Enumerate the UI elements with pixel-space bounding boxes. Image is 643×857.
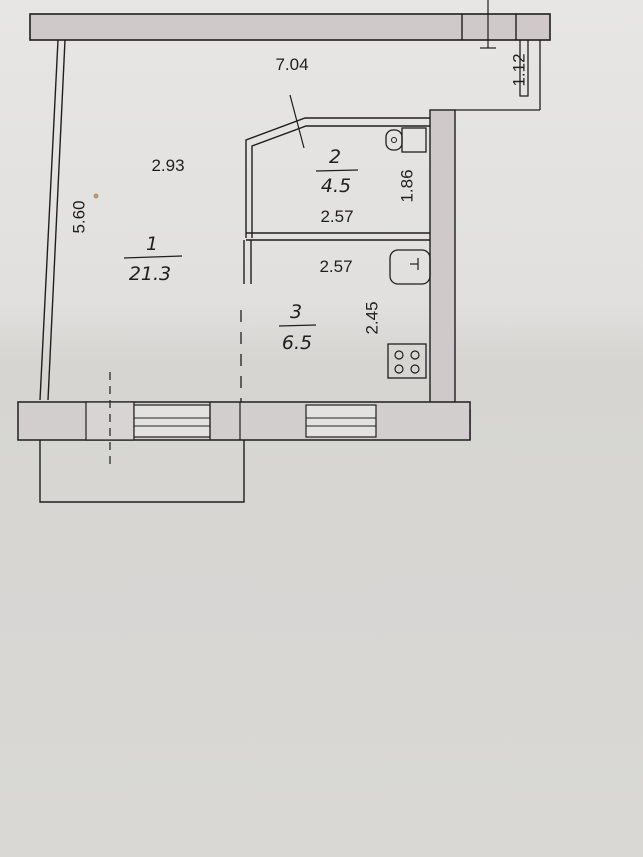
top-wall [29,13,551,41]
dimension-stub-depth: 1.12 [509,53,528,86]
room-3-number: 3 [290,301,302,323]
dimension-bath-width: 2.57 [320,207,353,226]
sink-icon [389,249,431,285]
window-1 [133,404,211,438]
balcony [39,440,245,503]
dimension-kitchen-width: 2.57 [319,257,352,276]
paper-mark [93,193,99,199]
room-1-fraction-line [123,255,183,259]
window-2 [305,404,377,438]
dimension-kitchen-depth: 2.45 [362,301,381,334]
dimension-total-width: 7.04 [275,55,308,74]
room-3-area: 6.5 [282,332,312,354]
dimension-leader [289,94,305,149]
room-2-label: 2 4.5 [315,146,359,197]
room-2-area: 4.5 [321,175,351,197]
room-1-area: 21.3 [129,263,171,285]
room-2-fraction-line [315,169,359,172]
room-3-fraction-line [278,324,317,327]
dimension-room1-depth: 5.60 [69,200,88,233]
room-3-label: 3 6.5 [278,301,317,354]
dimension-room1-width: 2.93 [151,156,184,175]
bathroom-partition-outer [245,117,430,238]
left-wall-outer [47,39,66,401]
dimension-bath-height: 1.86 [397,169,416,202]
room-1-number: 1 [146,233,158,255]
right-stub [519,40,529,97]
bathroom-partition-inner [251,125,430,238]
room-1-label: 1 21.3 [123,233,183,285]
left-wall-inner [39,39,59,401]
stove-icon [387,343,427,379]
toilet-icon [385,127,427,153]
room-2-number: 2 [329,146,341,168]
right-wall [429,109,456,411]
